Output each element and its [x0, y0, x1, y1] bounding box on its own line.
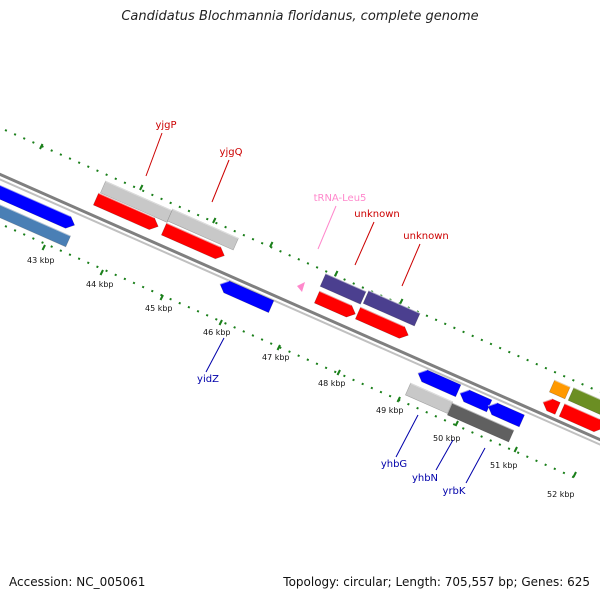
backbone-line-outer — [0, 172, 600, 442]
inner-tick — [99, 269, 104, 276]
gene-blue-r2-highlight — [459, 389, 470, 394]
inner-tick — [396, 396, 401, 403]
outer-tick — [269, 241, 274, 248]
gene-yjgP-gray-highlight — [105, 180, 173, 212]
scale-label: 48 kbp — [318, 379, 346, 388]
inner-tick — [454, 420, 459, 427]
scale-label: 47 kbp — [262, 353, 290, 362]
inner-tick — [336, 369, 341, 376]
gene-unknown-1[interactable] — [313, 290, 356, 318]
outer-tick — [334, 270, 339, 277]
topology-text: Topology: circular; Length: 705,557 bp; … — [283, 575, 590, 589]
gene-steel-left[interactable] — [0, 203, 71, 248]
scale-label: 45 kbp — [145, 304, 173, 313]
label-yhbG: yhbG — [381, 459, 407, 470]
label-unknown-2: unknown — [403, 231, 448, 242]
gene-olive-highlight — [573, 386, 600, 400]
gene-blue-r3-highlight — [487, 402, 498, 407]
inner-tick — [572, 471, 577, 478]
gene-red-right[interactable] — [558, 402, 600, 433]
gene-gray-2-highlight — [172, 208, 239, 239]
gene-unknown-1-purple[interactable] — [319, 272, 367, 305]
label-yjgQ-leader — [211, 159, 230, 203]
trna-leu5-feature[interactable] — [297, 282, 305, 292]
scale-label: 46 kbp — [203, 328, 231, 337]
label-tRNA-Leu5: tRNA-Leu5 — [314, 193, 367, 204]
gene-blue-left-top-highlight — [0, 184, 72, 218]
label-yhbN: yhbN — [412, 473, 438, 484]
scale-label: 51 kbp — [490, 461, 518, 470]
gene-yjgQ[interactable] — [160, 222, 225, 260]
outer-scale-track — [4, 129, 600, 393]
map-title: Candidatus Blochmannia floridanus, compl… — [121, 9, 479, 24]
gene-label-layer: 43 kbp 44 kbp 45 kbp 46 kbp 47 kbp 48 kbp 49 k… — [27, 120, 575, 499]
inner-tick — [276, 344, 281, 351]
gene-yjgQ-highlight — [166, 222, 221, 248]
label-yidZ-leader — [205, 337, 225, 373]
label-unknown-2-leader — [401, 243, 421, 287]
gene-red-right-highlight — [564, 402, 600, 420]
gene-yidZ[interactable] — [219, 280, 275, 313]
gene-unknown-2[interactable] — [354, 306, 409, 339]
scale-label: 49 kbp — [376, 406, 404, 415]
label-unknown-1: unknown — [354, 209, 399, 220]
gene-blue-left-top[interactable] — [0, 184, 75, 229]
gene-blue-r1[interactable] — [417, 369, 462, 398]
gene-yhbG-gray[interactable] — [404, 382, 454, 414]
gene-red-small-highlight — [542, 398, 553, 403]
gene-unknown-2-purple[interactable] — [362, 289, 421, 327]
scale-label: 52 kbp — [547, 490, 575, 499]
label-yjgP-leader — [145, 132, 163, 177]
inner-tick — [41, 244, 46, 251]
gene-yjgP-gray[interactable] — [99, 180, 173, 223]
gene-olive[interactable] — [567, 386, 600, 417]
gene-orange-highlight — [554, 379, 571, 388]
genome-backbone — [0, 172, 600, 446]
label-yhbN-leader — [435, 439, 454, 471]
inner-tick — [218, 319, 223, 326]
gene-yjgP[interactable] — [92, 192, 159, 230]
label-unknown-1-leader — [354, 221, 375, 266]
label-yhbG-leader — [395, 414, 419, 458]
gene-yhbN-darkgray[interactable] — [446, 402, 515, 443]
scale-label: 44 kbp — [86, 280, 114, 289]
gene-yjgP-highlight — [98, 192, 155, 219]
label-yjgQ: yjgQ — [220, 147, 243, 158]
label-yjgP: yjgP — [155, 120, 176, 131]
gene-unknown-2-highlight — [360, 306, 405, 328]
inner-tick — [159, 294, 164, 301]
outer-tick — [39, 143, 44, 150]
gene-yhbN-darkgray-highlight — [452, 402, 515, 431]
scale-dotted-track — [4, 129, 600, 481]
gene-features[interactable] — [0, 180, 600, 443]
outer-tick — [399, 298, 404, 305]
gene-steel-left-highlight — [0, 203, 71, 237]
gene-blue-r3[interactable] — [487, 402, 525, 428]
gene-yidZ-highlight — [219, 280, 230, 285]
label-tRNA-Leu5-leader — [317, 205, 337, 250]
gene-red-small[interactable] — [542, 398, 561, 415]
gene-yhbG-gray-highlight — [410, 382, 454, 403]
gene-gray-2[interactable] — [166, 208, 239, 251]
outer-tick — [212, 217, 217, 224]
gene-unknown-2-purple-highlight — [368, 289, 421, 314]
backbone-line-inner — [0, 178, 600, 446]
inner-tick — [513, 446, 518, 453]
label-yrbK-leader — [465, 447, 486, 484]
inner-scale-track — [4, 225, 581, 481]
outer-tick — [139, 184, 144, 191]
label-yidZ: yidZ — [197, 374, 219, 385]
scale-label: 50 kbp — [433, 434, 461, 443]
label-yrbK: yrbK — [443, 486, 466, 497]
gene-unknown-1-highlight — [319, 290, 352, 306]
scale-label: 43 kbp — [27, 256, 55, 265]
gene-orange[interactable] — [548, 379, 571, 400]
gene-unknown-1-purple-highlight — [325, 272, 367, 293]
gene-blue-r1-highlight — [417, 369, 428, 374]
accession-text: Accession: NC_005061 — [9, 575, 146, 589]
